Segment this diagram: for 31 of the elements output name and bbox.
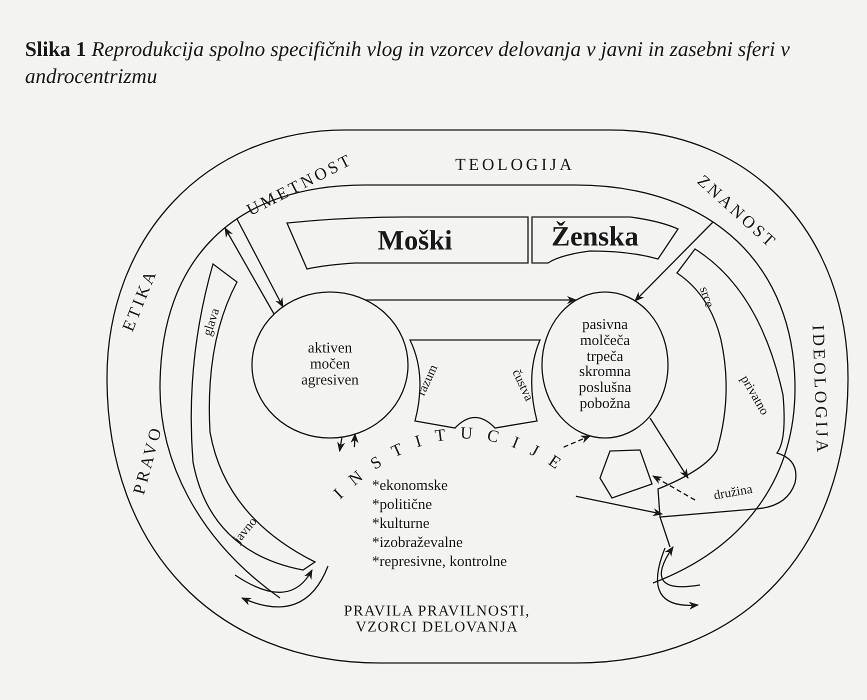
arrow	[634, 222, 714, 302]
list-item: *kulturne	[372, 516, 430, 533]
band-label: PRAVO	[130, 424, 166, 496]
arrow	[656, 548, 699, 610]
band-label: TEOLOGIJA	[455, 156, 575, 174]
region-label: glava	[200, 306, 222, 338]
arrow	[649, 418, 689, 479]
list-item: *politične	[372, 497, 432, 514]
arrow	[241, 566, 329, 608]
trait-list: pasivna molčeča trpeča skromna poslušna pobožna	[569, 318, 641, 412]
arrow	[576, 496, 663, 516]
arrow	[337, 436, 346, 452]
arrow	[365, 296, 577, 304]
arrow	[660, 546, 700, 588]
arrow	[224, 227, 275, 314]
heading: Ženska	[551, 222, 639, 252]
region-label: družina	[712, 482, 754, 502]
arrow	[652, 475, 696, 501]
list-item: *represivne, kontrolne	[372, 554, 507, 571]
figure-title: Slika 1 Reprodukcija spolno specifičnih vlog in vzorcev delovanja v javni in zasebni sferi v androcentrizmu	[25, 36, 791, 90]
arrow	[350, 433, 359, 448]
band-label: PRAVILA PRAVILNOSTI, VZORCI DELOVANJA	[342, 604, 532, 636]
region-label: čustva	[510, 367, 536, 403]
arrow	[236, 218, 284, 308]
list-item: *izobraževalne	[372, 535, 463, 552]
band-label: IDEOLOGIJA	[808, 324, 832, 456]
heading: Moški	[378, 226, 452, 256]
region-label: razum	[414, 362, 440, 398]
arrow	[563, 435, 591, 448]
arrow	[234, 569, 313, 593]
trait-list: aktiven močen agresiven	[290, 341, 370, 389]
